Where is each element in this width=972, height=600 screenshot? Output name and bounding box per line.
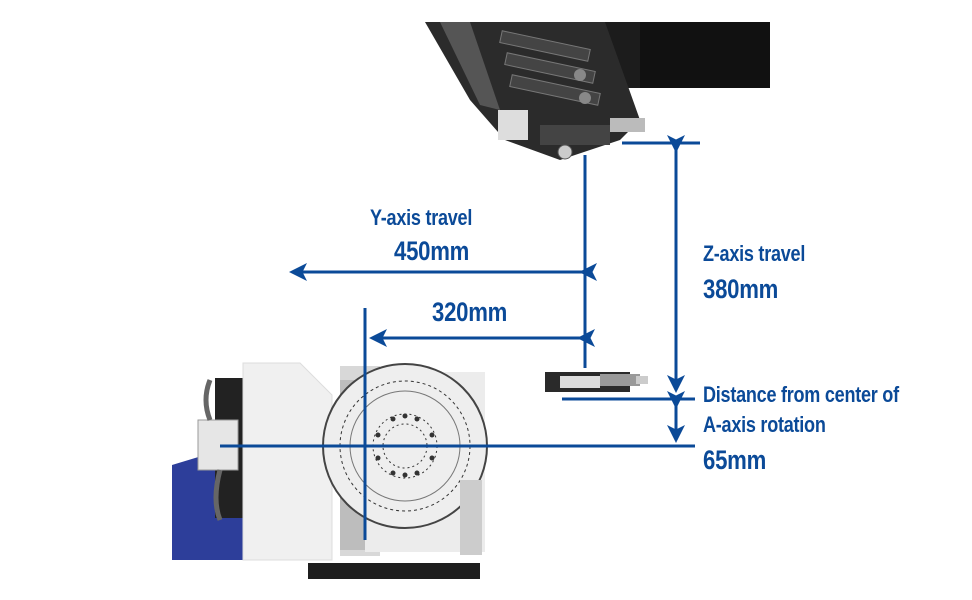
z-axis-travel-title: Z-axis travel [703,241,806,266]
rotary-table [172,362,488,579]
a-axis-offset-line1: Distance from center of [703,382,899,407]
dimension-lines [220,135,700,540]
a-axis-offset-line2: A-axis rotation [703,412,826,437]
y-axis-travel-title: Y-axis travel [370,205,473,230]
a-axis-offset-value: 65mm [703,445,767,475]
y-inner-travel-value: 320mm [432,297,508,327]
workpiece-fixture [545,372,648,392]
y-axis-travel-value: 450mm [394,236,470,266]
spindle-head [425,22,770,160]
z-axis-travel-value: 380mm [703,274,779,304]
